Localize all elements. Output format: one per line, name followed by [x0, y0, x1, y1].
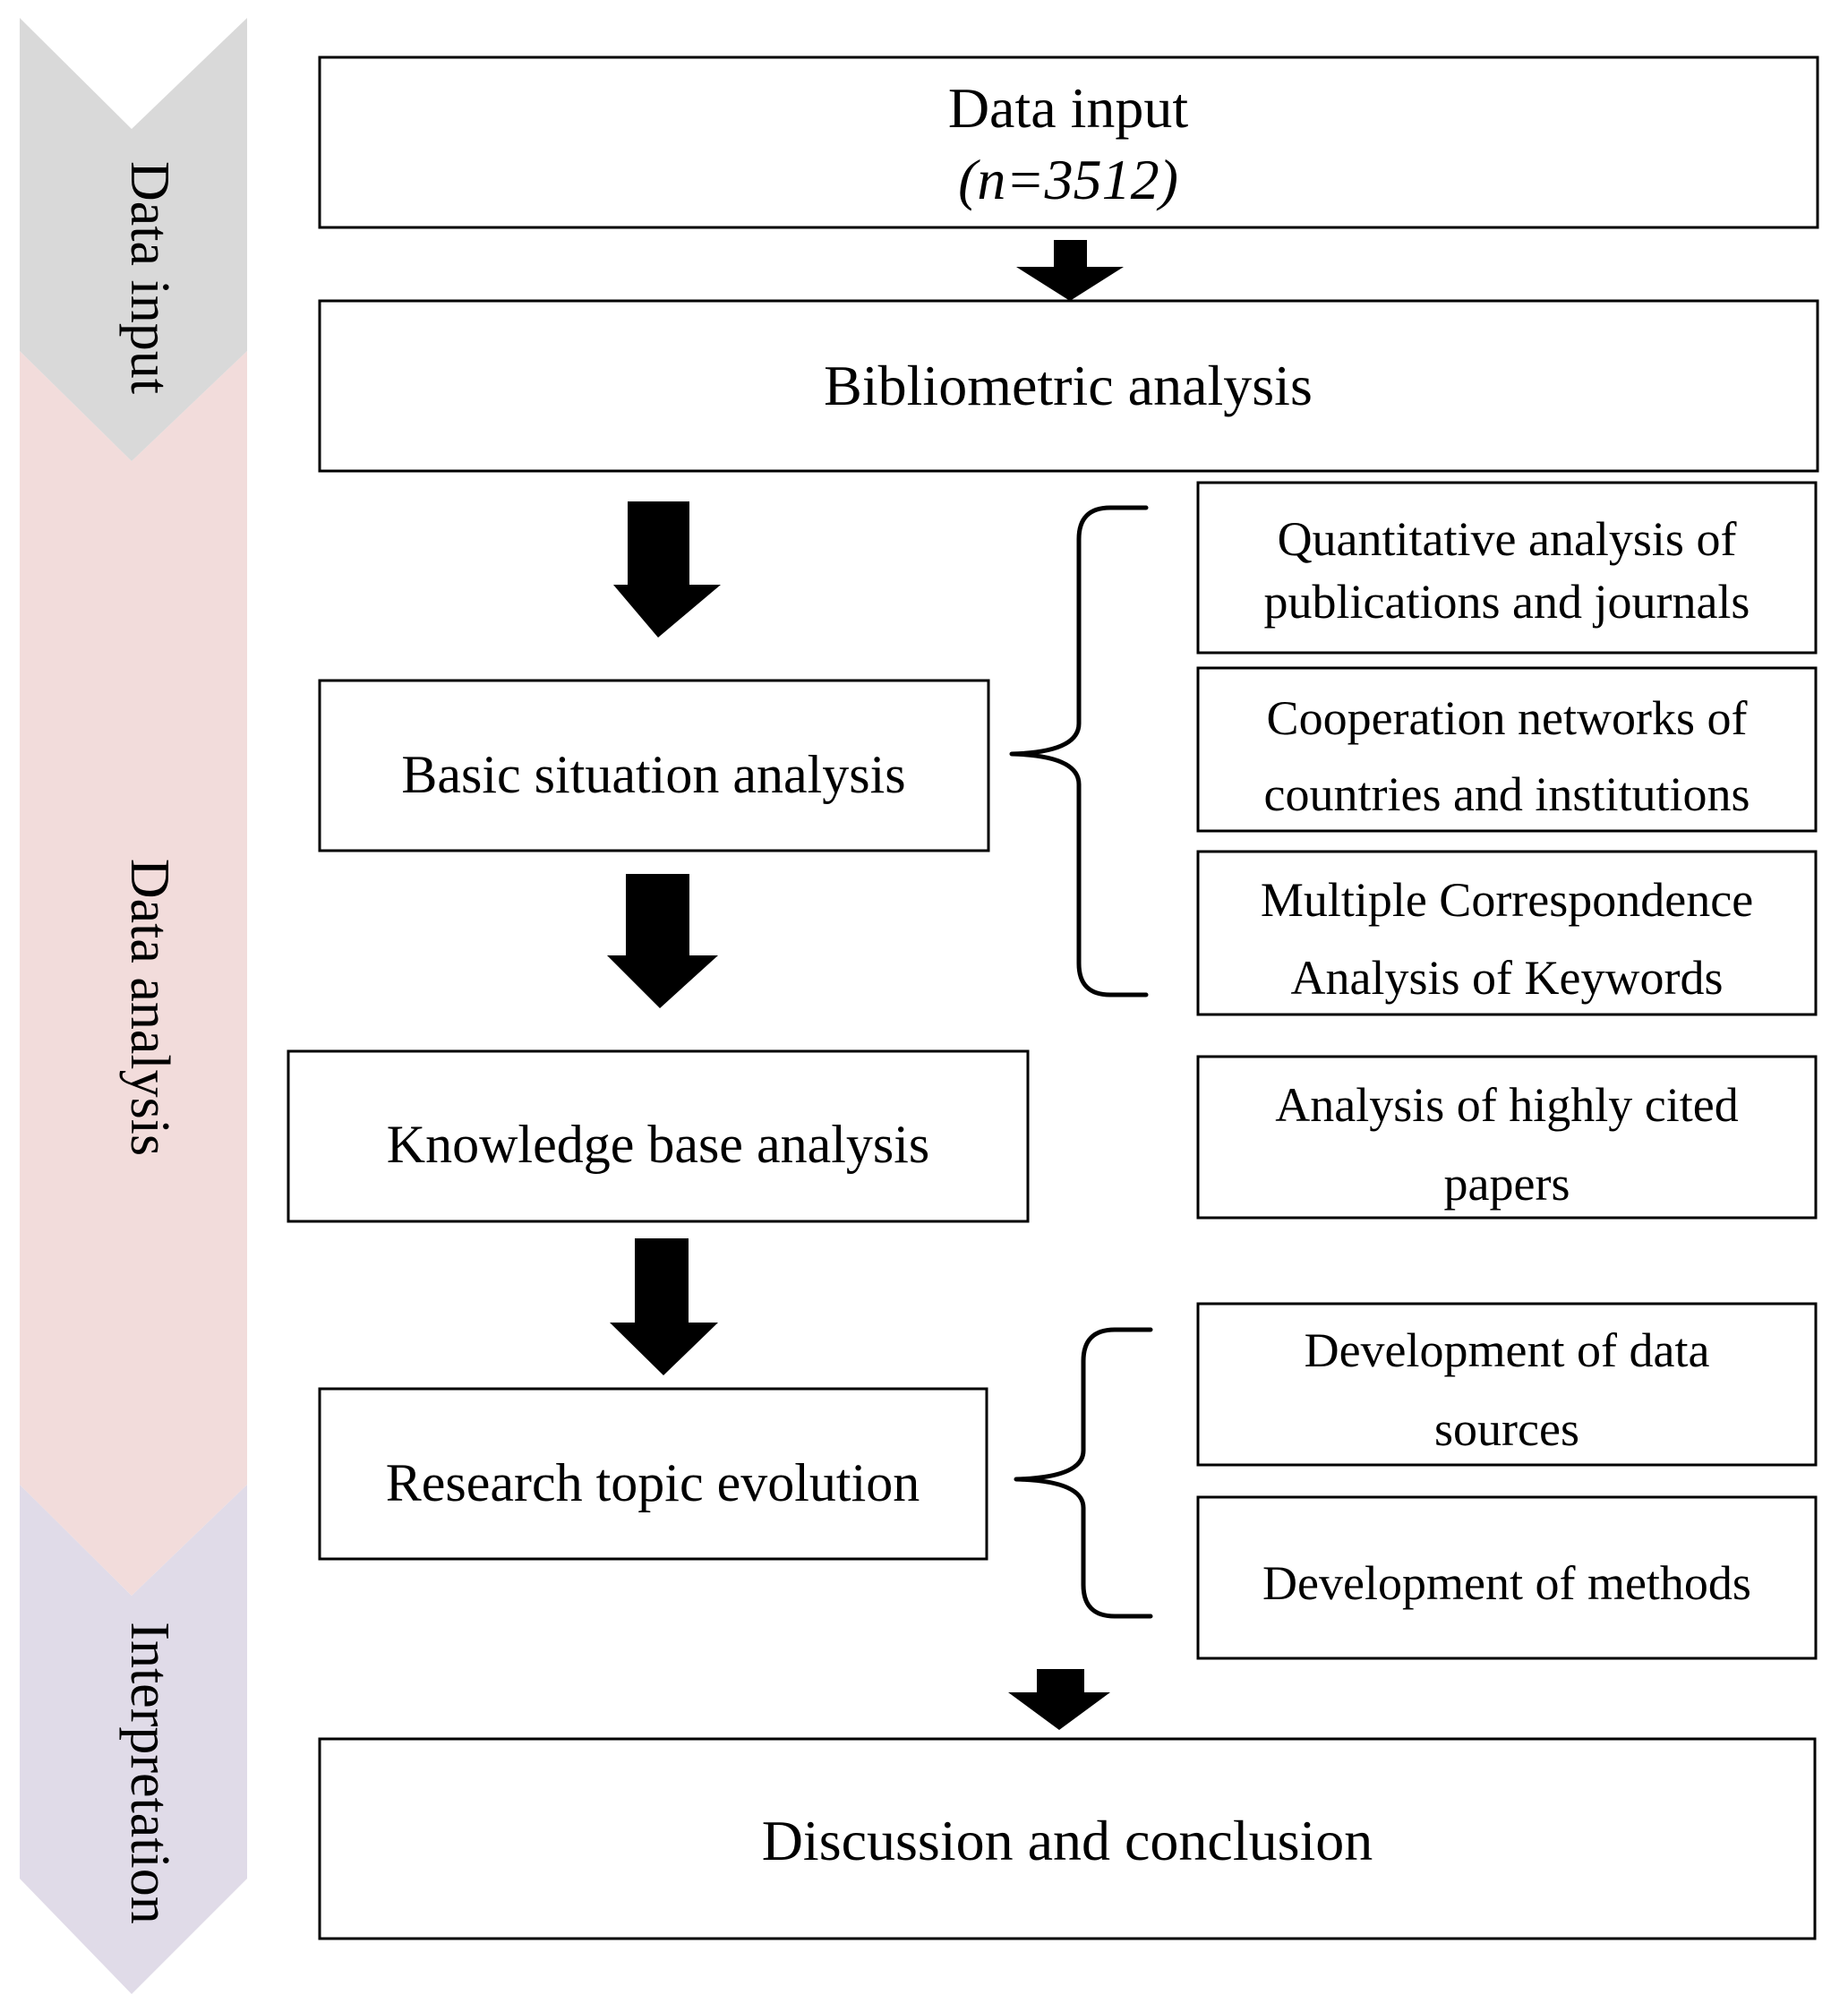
side-box-data-sources-line2: sources [1434, 1402, 1579, 1456]
side-box-cooperation-networks: Cooperation networks of countries and in… [1196, 666, 1818, 833]
brace-topic-evolution [1014, 1327, 1153, 1619]
side-box-highly-cited-line2: papers [1444, 1157, 1570, 1211]
side-box-quantitative-line1: Quantitative analysis of [1278, 512, 1737, 566]
box-research-topic-evolution: Research topic evolution [318, 1387, 988, 1561]
box-data-input-title: Data input [948, 76, 1189, 140]
side-box-data-sources-line1: Development of data [1305, 1323, 1710, 1377]
phase-band-data-analysis [20, 351, 247, 1596]
side-box-quantitative-analysis: Quantitative analysis of publications an… [1196, 481, 1818, 655]
arrow-down-icon [610, 1238, 718, 1375]
phase-label-interpretation: Interpretation [119, 1622, 180, 1923]
side-box-mca-line2: Analysis of Keywords [1291, 951, 1724, 1005]
box-knowledge-base-analysis: Knowledge base analysis [287, 1049, 1030, 1223]
box-data-input: Data input (n=3512) [318, 56, 1819, 229]
phase-label-data-analysis: Data analysis [119, 859, 180, 1156]
box-basic-situation-analysis-label: Basic situation analysis [401, 745, 905, 804]
side-box-multiple-correspondence: Multiple Correspondence Analysis of Keyw… [1196, 850, 1818, 1016]
box-knowledge-base-analysis-label: Knowledge base analysis [387, 1115, 930, 1174]
side-box-development-of-data-sources: Development of data sources [1196, 1302, 1818, 1467]
arrow-down-icon [1016, 240, 1124, 301]
arrow-down-icon [613, 501, 721, 638]
box-bibliometric-analysis: Bibliometric analysis [318, 299, 1819, 473]
box-discussion-and-conclusion-label: Discussion and conclusion [762, 1809, 1373, 1872]
side-box-mca-line1: Multiple Correspondence [1261, 873, 1753, 927]
phase-band-data-input [20, 18, 247, 461]
side-box-development-of-methods: Development of methods [1196, 1495, 1818, 1660]
side-box-quantitative-line2: publications and journals [1264, 575, 1750, 629]
side-box-highly-cited-papers: Analysis of highly cited papers [1196, 1055, 1818, 1220]
side-box-cooperation-line2: countries and institutions [1264, 767, 1750, 821]
side-box-highly-cited-line1: Analysis of highly cited [1275, 1078, 1738, 1132]
side-box-methods-line1: Development of methods [1262, 1556, 1751, 1610]
box-discussion-and-conclusion: Discussion and conclusion [318, 1737, 1817, 1940]
arrow-down-icon [1008, 1669, 1110, 1730]
phase-band-interpretation [20, 1485, 247, 1994]
brace-basic-situation [1009, 505, 1149, 997]
box-research-topic-evolution-label: Research topic evolution [386, 1453, 920, 1512]
side-box-cooperation-line1: Cooperation networks of [1267, 691, 1748, 745]
phase-label-data-input: Data input [119, 161, 180, 394]
box-bibliometric-analysis-label: Bibliometric analysis [824, 354, 1313, 417]
arrow-down-icon [607, 874, 718, 1008]
box-data-input-count: (n=3512) [958, 148, 1178, 211]
box-basic-situation-analysis: Basic situation analysis [318, 679, 990, 852]
